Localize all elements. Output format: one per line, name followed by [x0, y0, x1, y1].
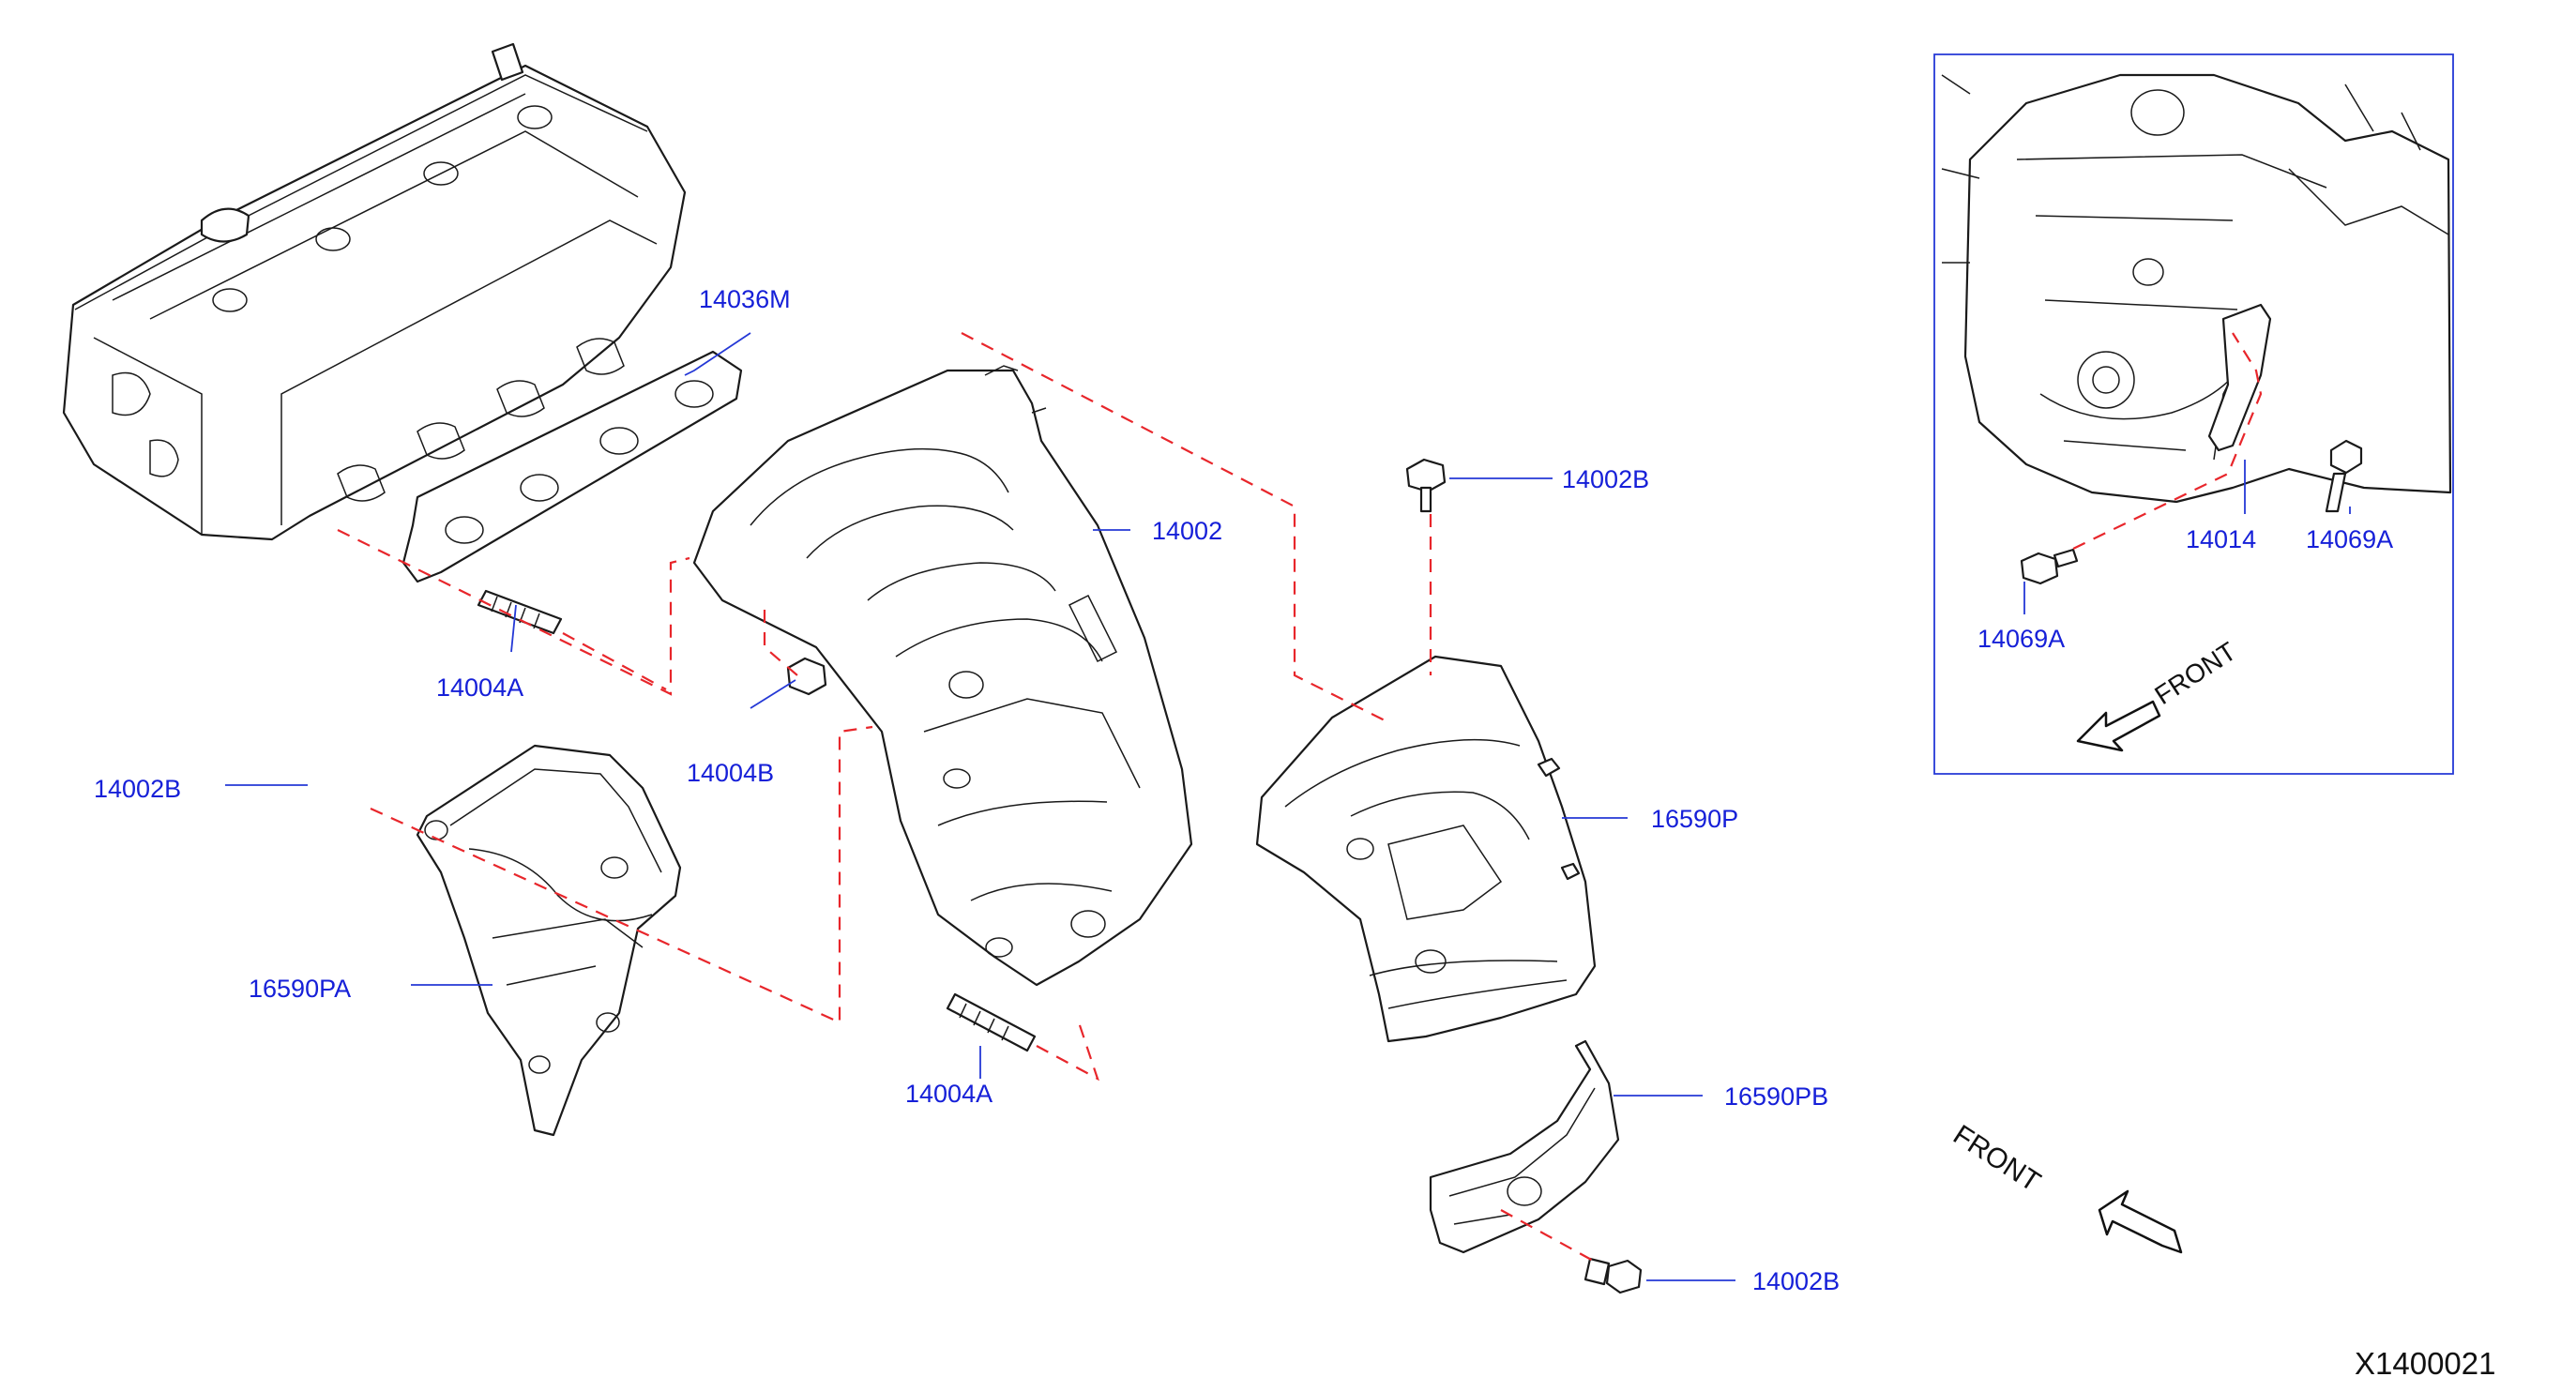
front-arrow-icon [2098, 1189, 2183, 1254]
leader-lines [225, 332, 1735, 1281]
label-stud-upper: 14004A [436, 673, 523, 702]
inset-panel: 14014 14069A 14069A FRONT [1933, 53, 2454, 775]
label-manifold: 14002 [1152, 517, 1222, 545]
label-cover-lower: 16590PB [1724, 1082, 1828, 1111]
label-cover-left: 16590PA [249, 975, 351, 1003]
stud-upper [477, 589, 563, 635]
label-gasket: 14036M [699, 285, 791, 313]
inset-frame [1933, 53, 2454, 775]
cylinder-head [62, 42, 687, 541]
stud-lower [946, 992, 1037, 1052]
label-cover-right: 16590P [1651, 805, 1738, 833]
label-inset-bolt-a: 14069A [2306, 525, 2393, 553]
inset-front-label: FRONT [2149, 637, 2241, 711]
heat-cover-left [416, 744, 682, 1137]
label-bolt-lower: 14002B [1752, 1267, 1840, 1295]
label-bolt-left: 14002B [94, 775, 181, 803]
heat-cover-lower [1429, 1039, 1620, 1254]
port-row [337, 338, 625, 502]
cam-cap-row [212, 105, 553, 312]
inset-engine-view [1941, 73, 2452, 504]
oil-filler-cap [200, 207, 250, 243]
inset-front-arrow-icon [2076, 700, 2161, 752]
inset-bolt-a [2325, 439, 2363, 513]
label-inset-bolt-b: 14069A [1977, 625, 2065, 653]
front-label: FRONT [1947, 1119, 2046, 1198]
heat-cover-right [1255, 655, 1597, 1043]
label-stud-lower: 14004A [905, 1080, 993, 1108]
bolt-top [1405, 458, 1447, 513]
label-bolt-top: 14002B [1562, 465, 1649, 493]
exhaust-manifold [692, 365, 1193, 987]
assembly-lines [337, 332, 1596, 1263]
diagram-id: X1400021 [2355, 1346, 2495, 1381]
part-labels: 14036M 14002 14002B 14004A 14004B 14002B… [94, 285, 1840, 1295]
manifold-gasket [402, 350, 743, 583]
label-inset-bracket: 14014 [2186, 525, 2256, 553]
label-nut: 14004B [687, 759, 774, 787]
gasket-ports [445, 380, 714, 544]
bolt-lower [1583, 1257, 1643, 1294]
inset-bolt-b [2020, 548, 2079, 585]
cam-plug [491, 42, 524, 82]
nut [786, 657, 827, 696]
inset-bracket [2207, 303, 2272, 452]
front-indicator: FRONT [1947, 1119, 2183, 1254]
